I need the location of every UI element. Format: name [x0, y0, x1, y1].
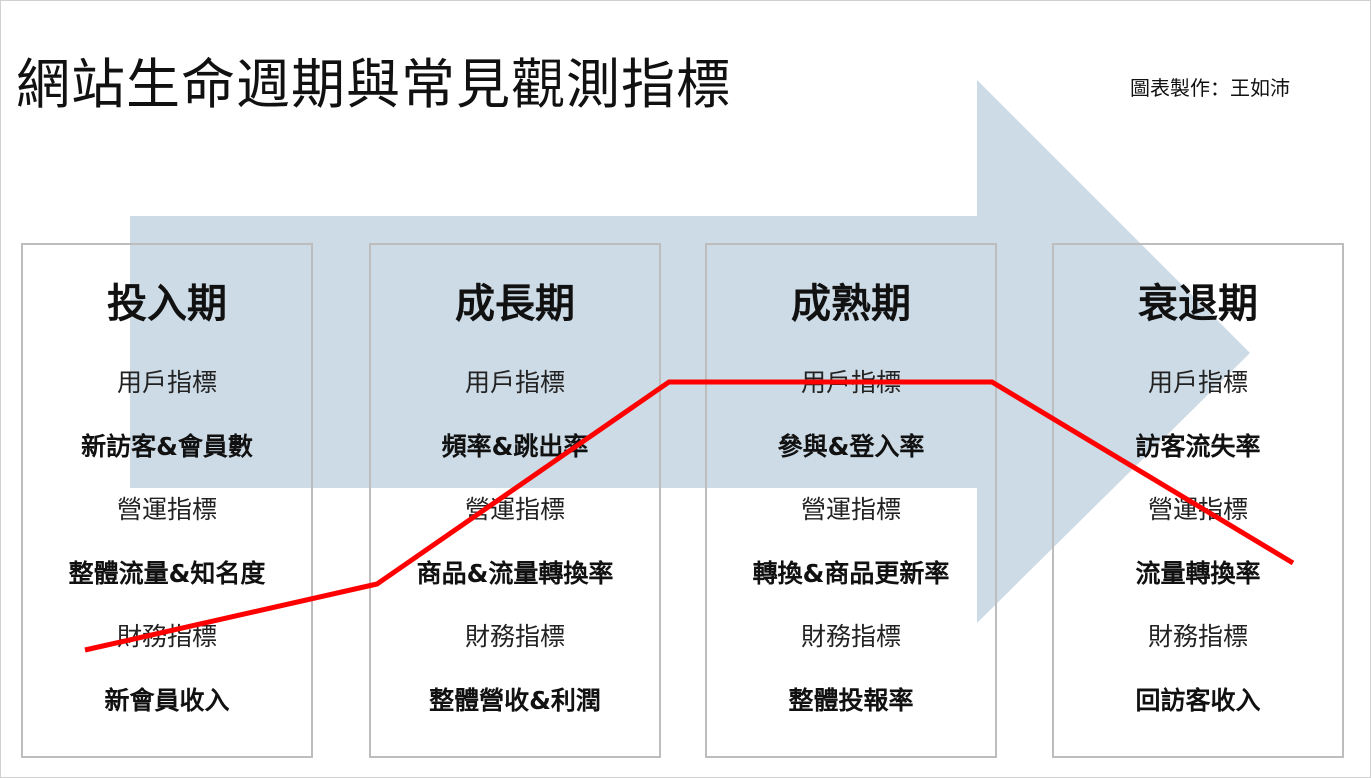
- metric-category: 用戶指標: [116, 368, 217, 397]
- stage-box: 成熟期用戶指標參與&登入率營運指標轉換&商品更新率財務指標整體投報率: [705, 243, 997, 758]
- metric-value: 轉換&商品更新率: [752, 559, 950, 588]
- metric-category: 財務指標: [464, 622, 565, 651]
- metric-category: 營運指標: [464, 495, 565, 524]
- metric-value: 整體流量&知名度: [68, 559, 266, 588]
- stage-title: 成長期: [455, 281, 575, 327]
- metric-value: 頻率&跳出率: [441, 432, 589, 461]
- metric-category: 用戶指標: [464, 368, 565, 397]
- metric-category: 財務指標: [1147, 622, 1248, 651]
- stage-box: 投入期用戶指標新訪客&會員數營運指標整體流量&知名度財務指標新會員收入: [21, 243, 313, 758]
- stage-box: 衰退期用戶指標訪客流失率營運指標流量轉換率財務指標回訪客收入: [1052, 243, 1344, 758]
- metric-value: 流量轉換率: [1135, 559, 1261, 588]
- metric-category: 用戶指標: [800, 368, 901, 397]
- metric-category: 營運指標: [800, 495, 901, 524]
- metric-value: 新訪客&會員數: [81, 432, 253, 461]
- stage-box: 成長期用戶指標頻率&跳出率營運指標商品&流量轉換率財務指標整體營收&利潤: [369, 243, 661, 758]
- metric-category: 營運指標: [1147, 495, 1248, 524]
- metric-category: 用戶指標: [1147, 368, 1248, 397]
- stage-title: 衰退期: [1138, 281, 1258, 327]
- metric-value: 參與&登入率: [777, 432, 925, 461]
- metric-category: 營運指標: [116, 495, 217, 524]
- metric-value: 整體營收&利潤: [429, 686, 601, 715]
- metric-category: 財務指標: [116, 622, 217, 651]
- stage-title: 投入期: [107, 281, 227, 327]
- metric-value: 訪客流失率: [1135, 432, 1261, 461]
- metric-value: 商品&流量轉換率: [416, 559, 614, 588]
- credit-text: 圖表製作：王如沛: [1130, 76, 1290, 100]
- metric-category: 財務指標: [800, 622, 901, 651]
- metric-value: 整體投報率: [788, 686, 914, 715]
- stage-title: 成熟期: [791, 281, 911, 327]
- page-title: 網站生命週期與常見觀測指標: [16, 53, 731, 116]
- metric-value: 回訪客收入: [1135, 686, 1261, 715]
- metric-value: 新會員收入: [104, 686, 230, 715]
